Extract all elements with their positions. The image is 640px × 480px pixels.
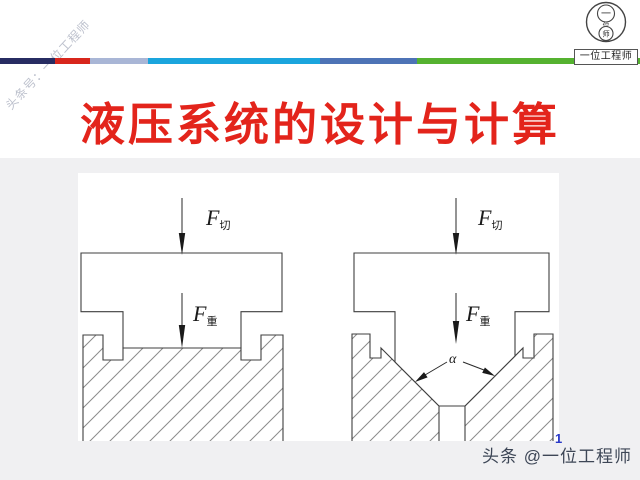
author-credit: 头条 @一位工程师 — [482, 447, 632, 466]
bar-segment-blue — [320, 58, 417, 64]
slide-title: 液压系统的设计与计算 — [79, 100, 560, 150]
right-base-left-half — [352, 334, 439, 441]
accent-bar — [0, 58, 640, 64]
right-base-right-half — [465, 334, 553, 441]
logo-mid-char: 位 — [603, 21, 610, 30]
left-weight-force-arrow — [178, 293, 186, 348]
groove-angle-label: α — [449, 352, 457, 367]
logo-bottom-char: 师 — [602, 29, 610, 39]
right-weight-force-arrow — [452, 293, 460, 344]
right-weight-force-label: F重 — [465, 301, 490, 328]
page-number: 1 — [555, 431, 563, 446]
right-t-block — [353, 252, 550, 407]
bar-segment-light-blue — [90, 58, 148, 64]
left-cutting-force-arrow — [178, 198, 186, 255]
logo-top-char: 一 — [601, 9, 611, 20]
bar-segment-red — [55, 58, 90, 64]
left-guide-diagram: F切 F重 — [80, 198, 284, 441]
left-normal-force-arrow — [415, 361, 448, 382]
left-weight-force-label: F重 — [192, 301, 217, 328]
left-hatched-base — [83, 335, 283, 441]
right-cutting-force-arrow — [452, 198, 460, 255]
bar-segment-green — [417, 58, 640, 64]
right-guide-diagram: F切 F重 α — [351, 198, 554, 441]
left-cutting-force-label: F切 — [205, 205, 230, 232]
right-normal-force-arrow — [462, 361, 495, 376]
brand-name-label: 一位工程师 — [574, 49, 638, 65]
guide-rail-diagram: F切 F重 — [80, 198, 554, 441]
diagram-panel: F切 F重 — [78, 173, 559, 441]
brand-logo: 一 位 师 一位工程师 — [574, 1, 638, 65]
right-cutting-force-label: F切 — [477, 205, 502, 232]
bar-segment-cyan — [148, 58, 320, 64]
bar-segment-navy — [0, 58, 55, 64]
logo-icon: 一 位 师 — [585, 1, 627, 43]
